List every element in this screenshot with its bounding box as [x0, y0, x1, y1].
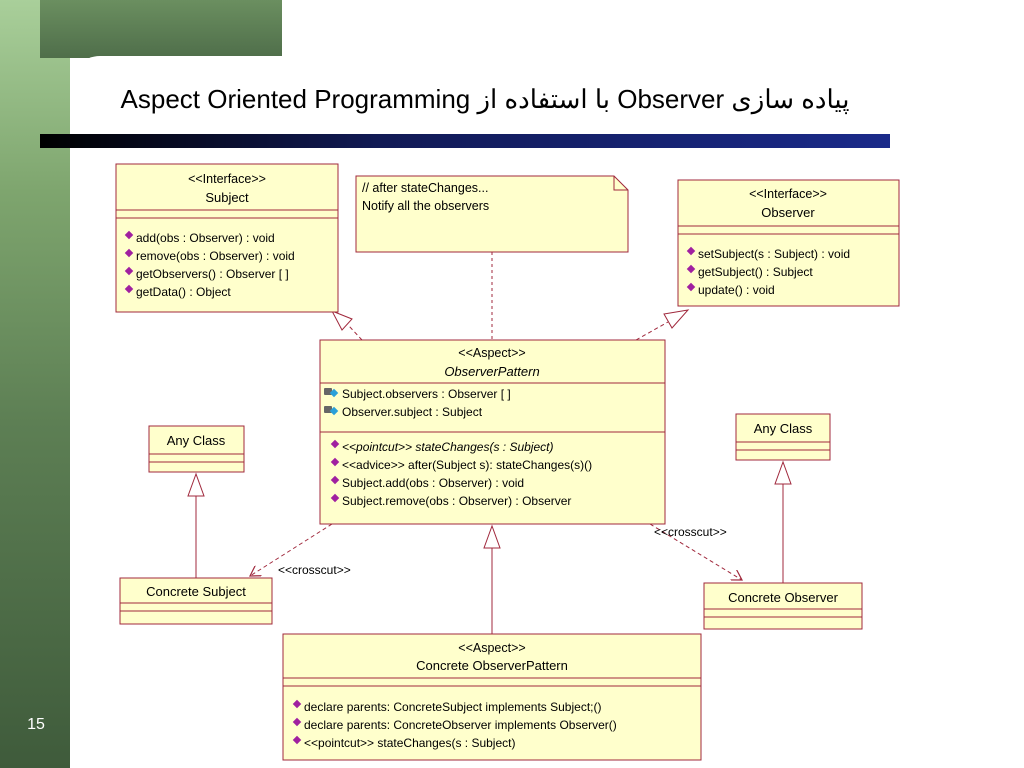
svg-text:Subject.observers : Observer [: Subject.observers : Observer [ ] [342, 387, 511, 401]
observer-pattern-operation: <<advice>> after(Subject s): stateChange… [330, 457, 592, 472]
svg-text:add(obs : Observer) : void: add(obs : Observer) : void [136, 231, 275, 245]
realize-observer-line [635, 321, 669, 341]
subject-stereotype: <<Interface>> [188, 172, 266, 186]
svg-text:<<pointcut>> stateChanges(s :: <<pointcut>> stateChanges(s : Subject) [304, 736, 515, 750]
svg-text:<<pointcut>> stateChanges(s :: <<pointcut>> stateChanges(s : Subject) [342, 440, 553, 454]
observer-stereotype: <<Interface>> [749, 187, 827, 201]
observer-interface-box: <<Interface>> Observer setSubject(s : Su… [677, 179, 900, 307]
observer-name: Observer [761, 205, 815, 220]
concrete-observer-pattern-box: <<Aspect>> Concrete ObserverPattern decl… [282, 633, 702, 761]
subject-interface-box: <<Interface>> Subject add(obs : Observer… [115, 163, 339, 313]
observer-pattern-operation: <<pointcut>> stateChanges(s : Subject) [330, 439, 553, 454]
title-en: Aspect Oriented Programming [120, 84, 471, 114]
concrete-observer-box: Concrete Observer [703, 582, 863, 630]
observer-pattern-stereotype: <<Aspect>> [458, 346, 525, 360]
any-class-left-name: Any Class [167, 433, 226, 448]
svg-text:declare parents: ConcreteSubje: declare parents: ConcreteSubject impleme… [304, 700, 601, 714]
svg-text:Observer.subject : Subject: Observer.subject : Subject [342, 405, 483, 419]
note-box: // after stateChanges... Notify all the … [355, 175, 629, 253]
subject-name: Subject [205, 190, 249, 205]
crosscut-left-label: <<crosscut>> [278, 563, 351, 577]
any-class-right-name: Any Class [754, 421, 813, 436]
gen-left-head [187, 472, 205, 497]
observer-pattern-name: ObserverPattern [444, 364, 539, 379]
svg-text:getSubject() : Subject: getSubject() : Subject [698, 265, 813, 279]
observer-pattern-box: <<Aspect>> ObserverPattern Subject.obser… [319, 339, 666, 525]
concrete-observer-name: Concrete Observer [728, 590, 838, 605]
title-fa-a: با استفاده از [477, 84, 611, 114]
crosscut-right-line [649, 523, 742, 580]
connectors: <<crosscut>> <<crosscut>> [187, 252, 792, 634]
observer-pattern-attribute: Observer.subject : Subject [324, 405, 483, 419]
observer-operation: setSubject(s : Subject) : void [686, 246, 850, 261]
observer-pattern-operation: Subject.add(obs : Observer) : void [330, 475, 524, 490]
title-en-b: Observer [617, 84, 725, 114]
svg-text:getData() : Object: getData() : Object [136, 285, 231, 299]
top-band [40, 0, 282, 58]
note-line: // after stateChanges... [362, 181, 488, 195]
subject-operation: getObservers() : Observer [ ] [124, 266, 289, 281]
slide-title: Aspect Oriented Programming با استفاده ا… [70, 84, 900, 115]
any-class-left-box: Any Class [148, 425, 245, 473]
observer-pattern-attribute: Subject.observers : Observer [ ] [324, 387, 511, 401]
concrete-observer-pattern-operation: declare parents: ConcreteObserver implem… [292, 717, 617, 732]
title-fa-b: پیاده سازی [731, 84, 850, 114]
subject-operation: add(obs : Observer) : void [124, 230, 275, 245]
concrete-observer-pattern-stereotype: <<Aspect>> [458, 641, 525, 655]
svg-text:<<advice>> after(Subject s): s: <<advice>> after(Subject s): stateChange… [342, 458, 592, 472]
concrete-observer-pattern-operation: declare parents: ConcreteSubject impleme… [292, 699, 601, 714]
realize-subject-line [348, 325, 363, 341]
note-line: Notify all the observers [362, 199, 489, 213]
svg-text:setSubject(s : Subject) : void: setSubject(s : Subject) : void [698, 247, 850, 261]
observer-pattern-operation: Subject.remove(obs : Observer) : Observe… [330, 493, 571, 508]
svg-text:getObservers() : Observer [ ]: getObservers() : Observer [ ] [136, 267, 289, 281]
subject-operation: remove(obs : Observer) : void [124, 248, 295, 263]
gen-right-head [774, 460, 792, 485]
crosscut-left-line [250, 523, 333, 576]
svg-text:update() : void: update() : void [698, 283, 775, 297]
svg-text:Subject.remove(obs : Observer): Subject.remove(obs : Observer) : Observe… [342, 494, 571, 508]
gen-center-head [483, 524, 501, 549]
page-number: 15 [27, 716, 45, 733]
svg-text:Subject.add(obs : Observer) :: Subject.add(obs : Observer) : void [342, 476, 524, 490]
title-underline-bar [40, 134, 890, 148]
sidebar-gradient [0, 0, 70, 768]
any-class-right-box: Any Class [735, 413, 831, 461]
concrete-subject-name: Concrete Subject [146, 584, 246, 599]
concrete-observer-pattern-name: Concrete ObserverPattern [416, 658, 568, 673]
svg-text:declare parents: ConcreteObser: declare parents: ConcreteObserver implem… [304, 718, 617, 732]
subject-operation: getData() : Object [124, 284, 231, 299]
observer-operation: update() : void [686, 282, 775, 297]
crosscut-right-label: <<crosscut>> [654, 525, 727, 539]
realize-observer-head [663, 309, 690, 329]
concrete-observer-pattern-operation: <<pointcut>> stateChanges(s : Subject) [292, 735, 515, 750]
realize-subject-head [330, 310, 353, 331]
concrete-subject-box: Concrete Subject [119, 577, 273, 625]
svg-text:remove(obs : Observer) : void: remove(obs : Observer) : void [136, 249, 295, 263]
observer-operation: getSubject() : Subject [686, 264, 813, 279]
